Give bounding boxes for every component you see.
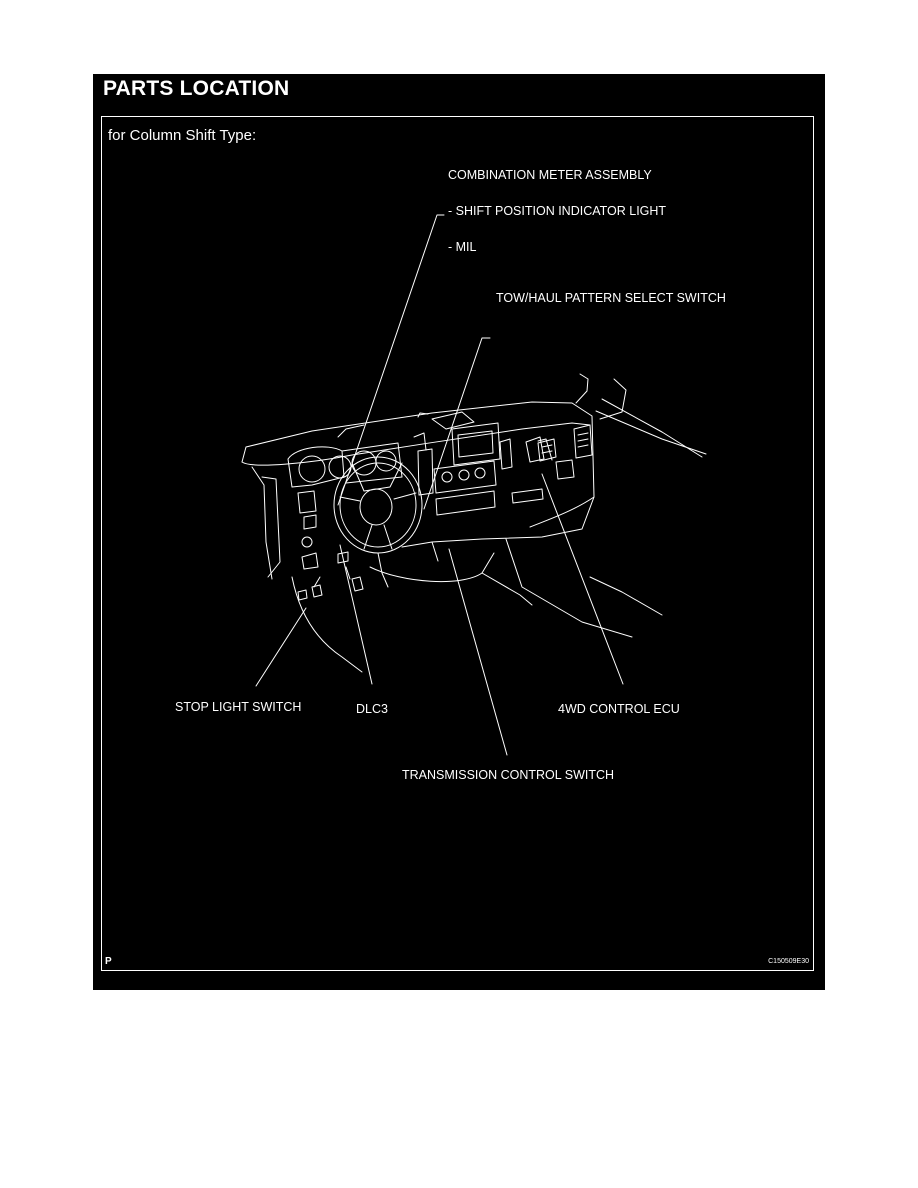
parts-location-panel: PARTS LOCATION for Column Shift Type: [93, 74, 825, 990]
diagram-subtitle: for Column Shift Type: [108, 127, 257, 144]
page-title: PARTS LOCATION [103, 77, 290, 100]
callout-stop-light-switch: STOP LIGHT SWITCH [175, 700, 302, 714]
callout-combination-meter: COMBINATION METER ASSEMBLY [448, 168, 652, 182]
fourwd-ecu-and-right-side [505, 410, 707, 638]
callout-mil: - MIL [448, 240, 477, 254]
leader-transmission [448, 548, 508, 756]
dashboard-illustration [241, 214, 707, 756]
callout-dlc3: DLC3 [356, 702, 388, 716]
dashboard-outline [241, 373, 703, 616]
page-letter: P [105, 956, 112, 967]
figure-code: C150509E30 [768, 958, 809, 965]
callout-tow-haul-switch: TOW/HAUL PATTERN SELECT SWITCH [496, 291, 726, 305]
leader-combination-meter [337, 214, 445, 506]
callout-shift-position-indicator: - SHIFT POSITION INDICATOR LIGHT [448, 204, 667, 218]
leader-dlc3 [339, 544, 373, 685]
callout-4wd-control-ecu: 4WD CONTROL ECU [558, 702, 680, 716]
leader-4wd-ecu [541, 473, 624, 685]
callout-transmission-control-switch: TRANSMISSION CONTROL SWITCH [402, 768, 615, 782]
steering-wheel [333, 456, 423, 588]
leader-stop-light [255, 607, 307, 687]
pedals-and-dlc [291, 551, 364, 673]
leader-lines [255, 214, 624, 756]
diagram-frame: for Column Shift Type: [101, 116, 814, 971]
leader-tow-haul [423, 337, 491, 510]
